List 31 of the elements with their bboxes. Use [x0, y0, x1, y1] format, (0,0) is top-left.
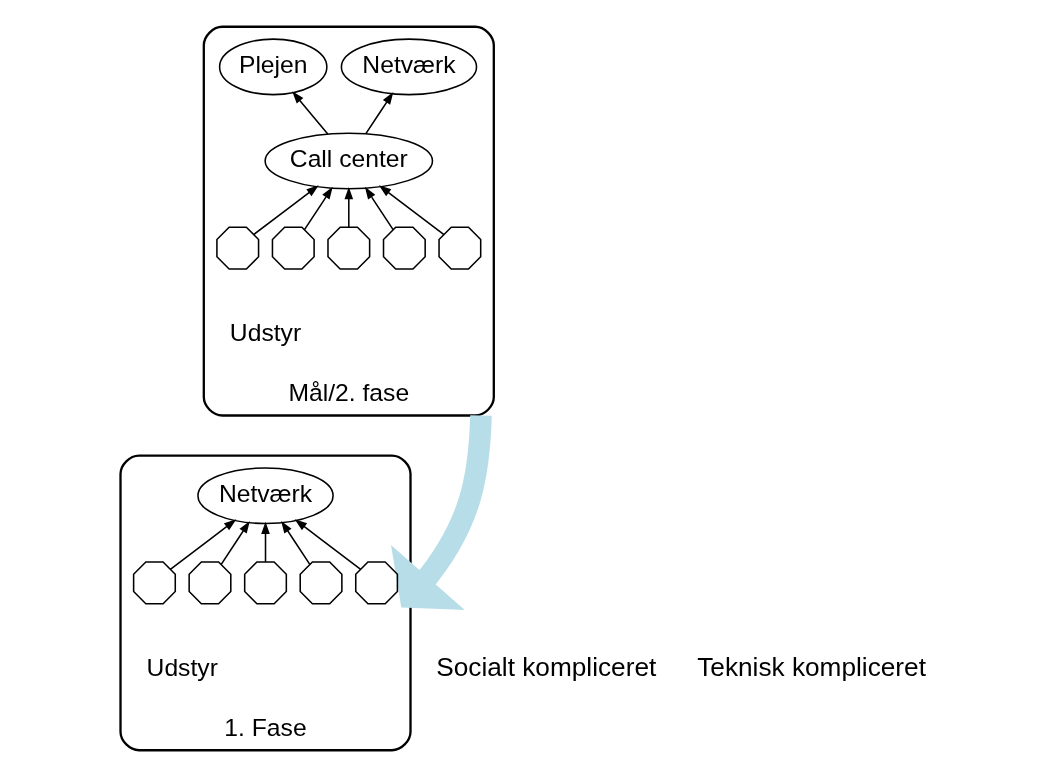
- node-text: Udstyr: [146, 653, 218, 681]
- node-text: Udstyr: [229, 319, 302, 347]
- arrow: [281, 520, 311, 566]
- label: Teknisk kompliceret: [697, 652, 926, 683]
- node-octagon: [327, 226, 371, 270]
- node-ellipse: Netværk: [197, 467, 334, 525]
- node-octagon: [299, 561, 343, 605]
- arrow: [220, 520, 250, 566]
- node-octagon: [382, 226, 426, 270]
- label: Socialt kompliceret: [436, 652, 657, 683]
- node-octagon: [216, 226, 260, 270]
- arrow: [364, 186, 394, 231]
- node-octagon: [355, 561, 399, 605]
- arrow: [169, 519, 237, 571]
- arrow: [252, 185, 319, 236]
- arrow: [303, 186, 333, 231]
- arrow: [378, 185, 445, 236]
- node-octagon: [438, 226, 482, 270]
- arrow: [292, 91, 329, 135]
- node-octagon: [132, 561, 177, 605]
- node-ellipse: Netværk: [340, 38, 478, 96]
- node-ellipse: Plejen: [218, 38, 328, 96]
- arrow: [344, 186, 354, 228]
- node-octagon: [271, 226, 315, 270]
- node-octagon: [188, 561, 232, 605]
- node-ellipse: Call center: [264, 132, 434, 190]
- arrow: [391, 415, 492, 611]
- node-octagon: [243, 561, 288, 605]
- arrow: [261, 521, 270, 563]
- arrow: [294, 519, 362, 571]
- arrow: [365, 92, 394, 135]
